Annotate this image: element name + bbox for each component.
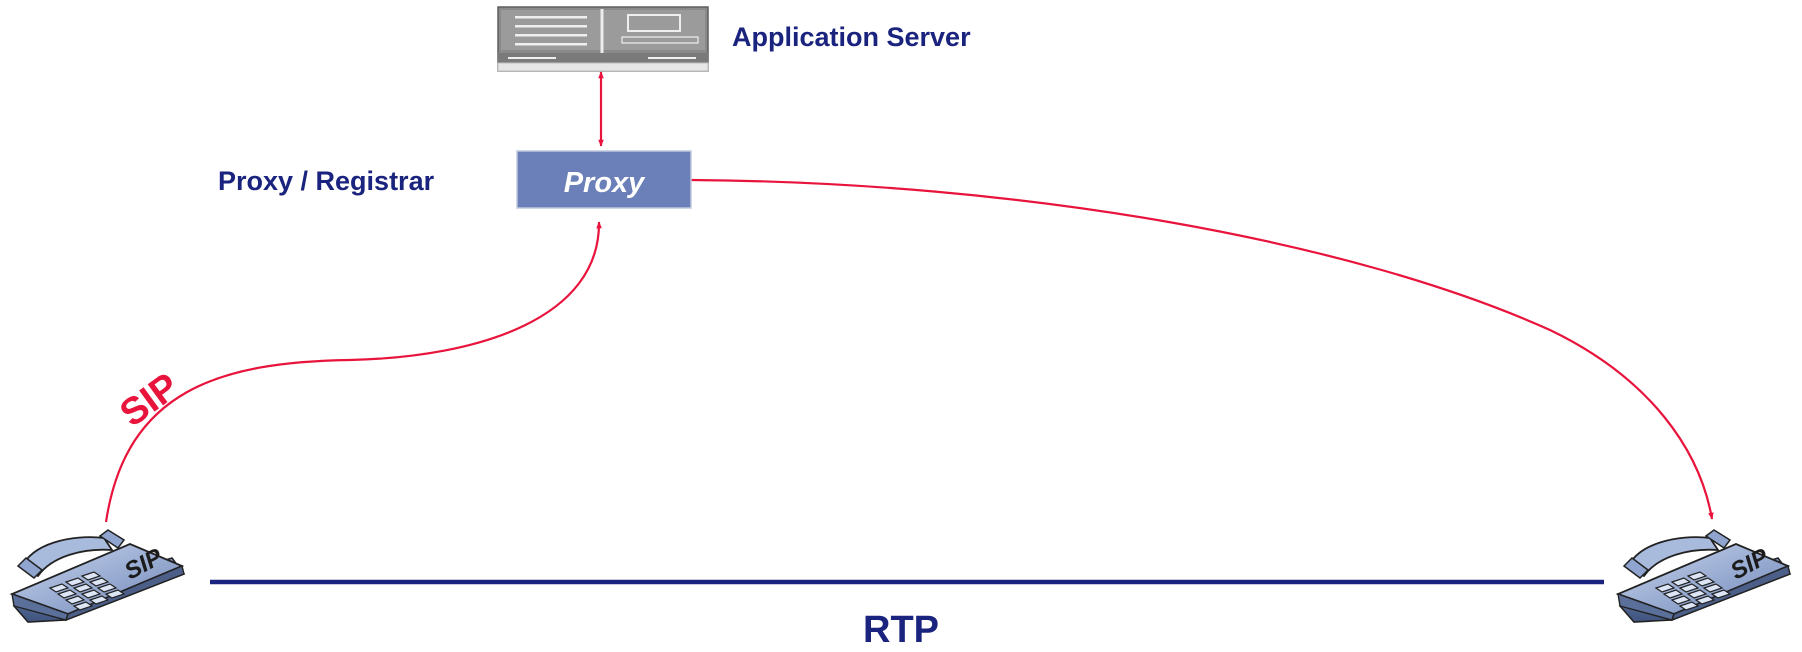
application-server-label: Application Server [732, 22, 971, 52]
application-server-icon [497, 6, 709, 72]
rtp-media-label: RTP [863, 609, 939, 651]
proxy-box [516, 150, 692, 209]
sip-signaling-left [104, 221, 602, 523]
proxy-registrar-label: Proxy / Registrar [218, 166, 435, 196]
sip-signal-label: SIP [113, 365, 187, 435]
sip-signaling-right [689, 178, 1714, 520]
proxy-box-label: Proxy [564, 167, 646, 199]
sip-phone-icon-right: SIP [1617, 529, 1791, 623]
sip-phone-icon-left: SIP [11, 529, 185, 623]
